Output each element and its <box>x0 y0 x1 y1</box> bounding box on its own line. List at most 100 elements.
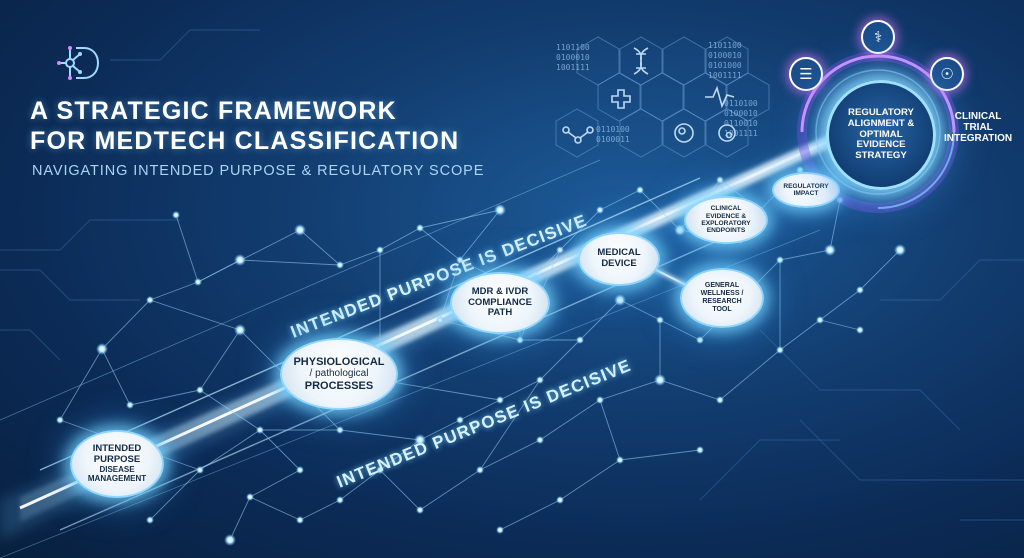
network-node-dot <box>696 446 704 454</box>
network-edge <box>539 399 601 441</box>
network-edge <box>339 429 421 441</box>
hexagon-icons <box>562 47 736 144</box>
network-edge <box>819 319 861 331</box>
network-node-dot <box>816 316 824 324</box>
network-edge <box>829 199 841 251</box>
node-label: CLINICAL <box>710 205 742 213</box>
network-node-dot <box>476 466 484 474</box>
clinical-trial-integration: CLINICAL TRIAL INTEGRATION <box>944 111 1012 145</box>
network-node-dot <box>196 386 204 394</box>
node-label: TOOL <box>712 305 732 313</box>
network-edge <box>859 249 901 291</box>
network-edge <box>619 449 701 461</box>
binary-text: 1001111 <box>724 129 758 138</box>
title-line-1: A STRATEGIC FRAMEWORK <box>30 97 397 125</box>
network-node-dot <box>496 526 504 534</box>
network-edge <box>199 429 261 471</box>
network-node-dot <box>234 254 246 266</box>
dna-icon <box>633 47 649 75</box>
network-edge <box>149 281 199 301</box>
node-label: MEDICAL <box>597 247 641 259</box>
network-node-dot <box>836 196 844 204</box>
node-regulatory-impact: REGULATORY IMPACT <box>772 172 840 208</box>
network-edge <box>379 439 421 471</box>
network-node-dot <box>414 434 426 446</box>
node-label: MDR & IVDR <box>471 286 529 298</box>
network-edge <box>197 259 241 283</box>
network-node-dot <box>576 336 584 344</box>
network-edge <box>599 399 621 461</box>
network-edge <box>149 469 201 521</box>
node-label: WELLNESS / <box>700 290 744 298</box>
binary-text: 1001111 <box>708 71 742 80</box>
node-label: ENDPOINTS <box>706 227 746 235</box>
network-edge <box>819 289 861 321</box>
network-edge <box>379 469 421 511</box>
network-edge <box>479 439 541 471</box>
connected-nodes-icon: ☉ <box>930 57 964 91</box>
circuit-traces <box>0 29 1024 521</box>
node-label: MANAGEMENT <box>87 473 147 483</box>
binary-text: 0110100 <box>724 99 758 108</box>
network-edge <box>149 299 241 331</box>
network-node-dot <box>654 374 666 386</box>
network-edge <box>101 348 131 406</box>
network-edge <box>779 319 821 351</box>
node-clinical-evidence: CLINICAL EVIDENCE & EXPLORATORY ENDPOINT… <box>684 196 768 244</box>
network-edge <box>619 299 661 321</box>
network-node-dot <box>536 436 544 444</box>
network-node-dot <box>294 224 306 236</box>
node-wellness: GENERAL WELLNESS / RESEARCH TOOL <box>680 268 764 328</box>
network-node-dot <box>716 396 724 404</box>
network-node-dot <box>336 261 344 269</box>
network-node-dot <box>456 416 464 424</box>
network-edge <box>639 189 681 231</box>
node-label: PURPOSE <box>93 454 141 466</box>
node-label: INTENDED <box>92 443 142 455</box>
network-node-dot <box>616 456 624 464</box>
stethoscope-icon: ⚕ <box>861 20 895 54</box>
network-edge <box>439 259 461 321</box>
network-edge <box>59 348 103 421</box>
network-edge <box>299 499 341 521</box>
node-label: REGULATORY <box>783 182 829 190</box>
network-edge <box>199 329 241 391</box>
network-edge <box>249 469 301 498</box>
network-edge <box>239 259 341 266</box>
network-node-dot <box>596 206 604 214</box>
network-edge <box>599 379 661 401</box>
network-node-dot <box>194 278 202 286</box>
clinical-label: INTEGRATION <box>944 133 1013 145</box>
node-medical-device: MEDICAL DEVICE <box>578 232 660 286</box>
network-node-dot <box>336 426 344 434</box>
network-edge <box>719 349 781 401</box>
page-subtitle: NAVIGATING INTENDED PURPOSE & REGULATORY… <box>32 163 485 179</box>
network-edge <box>559 209 601 251</box>
clinical-label: TRIAL <box>963 122 993 134</box>
network-edge <box>379 379 501 401</box>
network-edge <box>339 469 381 501</box>
hub-label: REGULATORY <box>848 107 914 119</box>
network-node-dot <box>376 466 384 474</box>
title-line-2: FOR MEDTECH CLASSIFICATION <box>30 127 460 155</box>
network-node-dot <box>824 244 836 256</box>
heartbeat-icon <box>705 85 735 109</box>
network-node-dot <box>172 211 180 219</box>
medical-cross-icon <box>611 89 631 109</box>
cell-icon <box>674 123 694 143</box>
node-label: RESEARCH <box>702 298 742 305</box>
network-node-dot <box>776 346 784 354</box>
network-node-dot <box>376 246 384 254</box>
network-dots <box>56 166 906 546</box>
hexagon-cluster <box>555 36 770 158</box>
network-node-dot <box>536 376 544 384</box>
network-node-dot <box>296 516 304 524</box>
node-label: DISEASE <box>99 464 135 474</box>
binary-text: 0100010 <box>724 109 758 118</box>
node-label: EXPLORATORY <box>701 220 751 227</box>
network-node-dot <box>96 343 108 355</box>
hub-label: ALIGNMENT & <box>847 117 915 129</box>
network-node-dot <box>556 246 564 254</box>
node-label: GENERAL <box>704 282 740 290</box>
